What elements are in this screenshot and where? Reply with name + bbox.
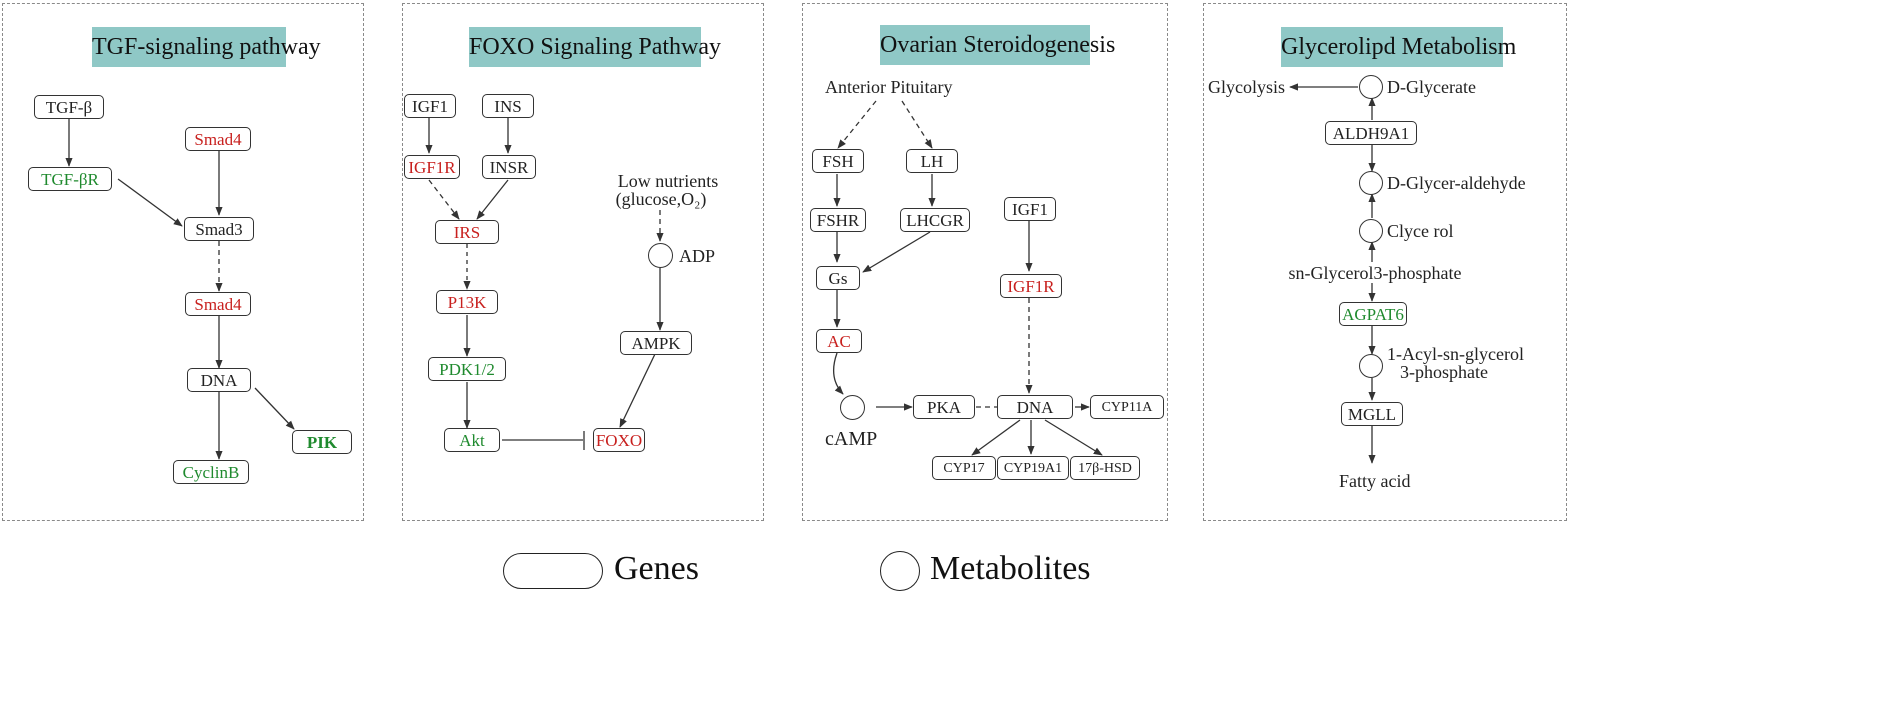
gene-lhcgr: LHCGR xyxy=(900,208,970,232)
gene-cyp17: CYP17 xyxy=(932,456,996,480)
gene-fsh: FSH xyxy=(812,149,864,173)
metabolite-d-glycerate xyxy=(1359,75,1383,99)
metabolite-label-acyl-line1: 1-Acyl-sn-glycerol xyxy=(1387,344,1524,364)
gene-igf1r: IGF1R xyxy=(404,155,460,179)
legend-genes-label: Genes xyxy=(614,550,699,587)
metabolite-label-d-glyceraldehyde: D-Glycer-aldehyde xyxy=(1387,173,1526,193)
panel-foxo-signaling xyxy=(402,3,764,521)
gene-akt: Akt xyxy=(444,428,500,452)
metabolite-label-d-glycerate: D-Glycerate xyxy=(1387,77,1476,97)
gene-dna: DNA xyxy=(997,395,1073,419)
gene-igf1: IGF1 xyxy=(1004,197,1056,221)
gene-ins: INS xyxy=(482,94,534,118)
metabolite-glycerol xyxy=(1359,219,1383,243)
gene-agpat6: AGPAT6 xyxy=(1339,302,1407,326)
label-fatty-acid: Fatty acid xyxy=(1339,471,1411,491)
metabolite-label-sn-glycerol3-phosphate: sn-Glycerol3-phosphate xyxy=(1288,263,1462,283)
gene-mgll: MGLL xyxy=(1341,402,1403,426)
metabolite-label-acyl-line2: 3-phosphate xyxy=(1400,362,1488,382)
gene-fshr: FSHR xyxy=(810,208,866,232)
metabolite-d-glyceraldehyde xyxy=(1359,171,1383,195)
gene-ac: AC xyxy=(816,329,862,353)
gene-igf1: IGF1 xyxy=(404,94,456,118)
gene-pka: PKA xyxy=(913,395,975,419)
gene-lh: LH xyxy=(906,149,958,173)
panel-title-foxo: FOXO Signaling Pathway xyxy=(469,27,721,67)
panel-title-glycerolipid: Glycerolipd Metabolism xyxy=(1281,27,1516,67)
gene-insr: INSR xyxy=(482,155,536,179)
metabolite-adp xyxy=(648,243,673,268)
label-low-nutrients: Low nutrients xyxy=(617,171,719,191)
gene-irs: IRS xyxy=(435,220,499,244)
panel-title-ovarian: Ovarian Steroidogenesis xyxy=(880,25,1115,65)
gene-aldh9a1: ALDH9A1 xyxy=(1325,121,1417,145)
panel-glycerolipid-metabolism xyxy=(1203,3,1567,521)
panel-ovarian-steroidogenesis xyxy=(802,3,1168,521)
gene-gs: Gs xyxy=(816,266,860,290)
gene-p13k: P13K xyxy=(436,290,498,314)
gene-smad4-top: Smad4 xyxy=(185,127,251,151)
metabolite-label-glycerol: Clyce rol xyxy=(1387,221,1454,241)
label-glycolysis: Glycolysis xyxy=(1208,77,1286,97)
gene-pik: PIK xyxy=(292,430,352,454)
gene-pdk12: PDK1/2 xyxy=(428,357,506,381)
legend-metabolites-label: Metabolites xyxy=(930,550,1091,587)
gene-foxo: FOXO xyxy=(593,428,645,452)
gene-ampk: AMPK xyxy=(620,331,692,355)
panel-title-tgf: TGF-signaling pathway xyxy=(92,27,321,67)
metabolite-1-acyl-sn-glycerol-3-phosphate xyxy=(1359,354,1383,378)
panel-tgf-signaling xyxy=(2,3,364,521)
gene-igf1r: IGF1R xyxy=(1000,274,1062,298)
gene-cyp11a: CYP11A xyxy=(1090,395,1164,419)
label-anterior-pituitary: Anterior Pituitary xyxy=(825,77,953,97)
gene-smad4-bottom: Smad4 xyxy=(185,292,251,316)
gene-dna: DNA xyxy=(187,368,251,392)
gene-17b-hsd: 17β-HSD xyxy=(1070,456,1140,480)
metabolite-label-camp: cAMP xyxy=(825,428,878,450)
gene-tgf-beta-r: TGF-βR xyxy=(28,167,112,191)
gene-tgf-beta: TGF-β xyxy=(34,95,104,119)
legend-metabolite-shape xyxy=(880,551,920,591)
label-glucose-o2: (glucose,O₂) xyxy=(615,189,707,209)
gene-cyclinb: CyclinB xyxy=(173,460,249,484)
metabolite-label-adp: ADP xyxy=(679,246,716,266)
legend-gene-shape xyxy=(503,553,603,589)
gene-smad3: Smad3 xyxy=(184,217,254,241)
gene-cyp19a1: CYP19A1 xyxy=(997,456,1069,480)
metabolite-camp xyxy=(840,395,865,420)
